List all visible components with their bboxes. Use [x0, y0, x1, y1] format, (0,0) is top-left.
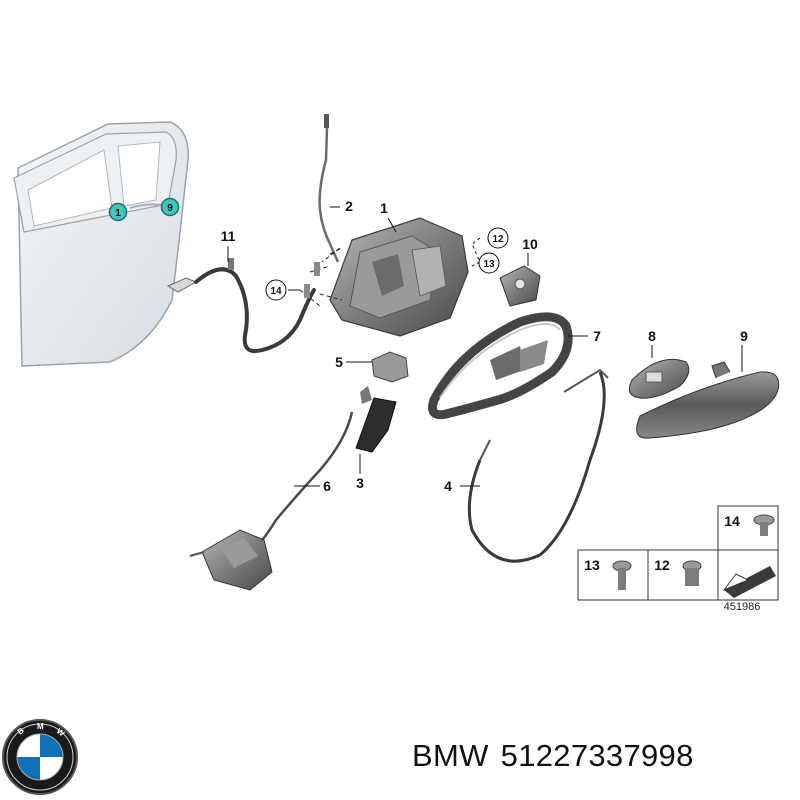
part-2-rod: [318, 114, 340, 263]
callout-10: 10: [522, 236, 538, 252]
part-3-bracket: [355, 397, 397, 453]
svg-text:B: B: [16, 726, 26, 737]
svg-text:7: 7: [593, 328, 601, 344]
part-14-screws-on-lock: [304, 262, 320, 298]
bmw-logo: B M W: [2, 719, 78, 795]
door-marker-9: 9: [160, 197, 180, 217]
part-4-cable: [467, 368, 609, 563]
svg-text:451986: 451986: [724, 601, 761, 613]
callout-3: 3: [356, 475, 364, 491]
callout-4: 4: [444, 478, 452, 494]
part-10-striker: [499, 265, 541, 307]
callout-5: 5: [335, 354, 343, 370]
arrow-symbol: [722, 566, 776, 598]
leader-lines: [227, 206, 743, 487]
part-6-cable: [189, 386, 372, 591]
svg-text:12: 12: [654, 557, 670, 573]
callout-9: 9: [740, 328, 748, 344]
svg-text:W: W: [55, 726, 67, 738]
callout-1: 1: [380, 200, 388, 216]
callout-2: 2: [345, 198, 353, 214]
door-marker-1: 1: [108, 202, 128, 222]
part-11-cable: [166, 246, 316, 353]
callout-11: 11: [221, 228, 236, 244]
part-7-handle-carrier: [428, 312, 573, 420]
part-9-outer-handle: [636, 361, 780, 439]
svg-text:1: 1: [115, 208, 121, 219]
svg-text:9: 9: [167, 203, 173, 214]
hardware-14-screw: 14: [724, 513, 775, 536]
hardware-12-bolt: 12: [654, 557, 702, 586]
svg-text:11: 11: [221, 228, 236, 244]
hardware-13-screw: 13: [584, 557, 632, 590]
callout-14: 14: [265, 279, 287, 301]
svg-text:M: M: [37, 722, 44, 731]
part-8-cover: [628, 358, 690, 399]
svg-text:13: 13: [483, 259, 495, 270]
part-1-lock: [299, 217, 469, 337]
callout-8: 8: [648, 328, 656, 344]
callout-6: 6: [323, 478, 331, 494]
svg-text:14: 14: [724, 513, 740, 529]
brand-name: BMW: [412, 738, 489, 773]
svg-text:10: 10: [522, 236, 538, 252]
svg-text:13: 13: [584, 557, 600, 573]
part-number: 51227337998: [500, 738, 694, 773]
svg-text:12: 12: [492, 234, 504, 245]
svg-text:9: 9: [740, 328, 748, 344]
callout-13: 13: [478, 252, 500, 274]
svg-text:3: 3: [356, 475, 364, 491]
rear-door: [13, 121, 189, 367]
svg-text:2: 2: [345, 198, 353, 214]
callout-12: 12: [487, 227, 509, 249]
svg-text:14: 14: [270, 286, 282, 297]
svg-text:1: 1: [380, 200, 388, 216]
svg-text:8: 8: [648, 328, 656, 344]
part-5-clip: [371, 351, 409, 383]
svg-text:4: 4: [444, 478, 452, 494]
callout-7: 7: [593, 328, 601, 344]
reference-number: 451986: [724, 601, 761, 613]
svg-text:6: 6: [323, 478, 331, 494]
svg-text:5: 5: [335, 354, 343, 370]
part-caption: BMW 51227337998: [412, 738, 792, 774]
